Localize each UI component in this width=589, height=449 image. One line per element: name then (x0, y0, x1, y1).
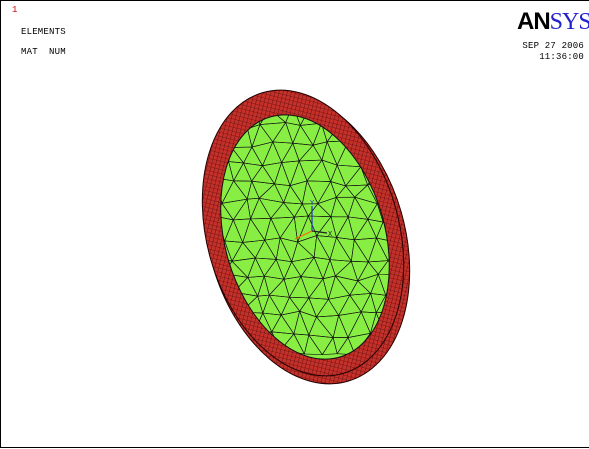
plot-time: 11:36:00 (539, 52, 584, 62)
triad-label-x: X (328, 231, 333, 239)
numbering-label: MAT NUM (21, 47, 66, 57)
plot-type-label: ELEMENTS (21, 27, 66, 37)
face-mesh (212, 101, 400, 358)
plot-date: SEP 27 2006 (522, 41, 584, 51)
ansys-logo: ANSYS (517, 8, 589, 35)
triad-label-y: Y (310, 200, 315, 208)
disk-face (212, 101, 400, 360)
window-number: 1 (12, 5, 18, 15)
coordinate-triad: Y X (294, 200, 333, 240)
